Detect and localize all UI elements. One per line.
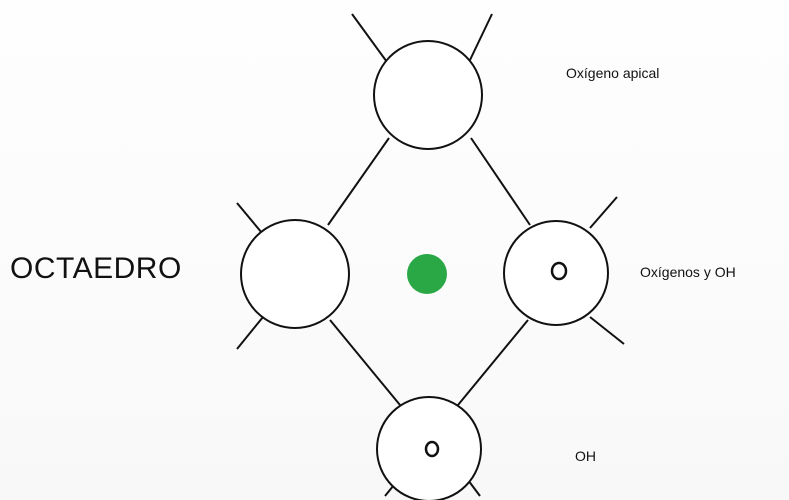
atom-top-apical-oxygen (373, 40, 483, 150)
central-cation (407, 254, 447, 294)
label-apical-oxygen: Oxígeno apical (566, 65, 660, 81)
stub-top-left (351, 13, 388, 63)
bond-top-left (327, 137, 390, 226)
stub-left-upper (236, 202, 263, 234)
atom-left-oxygen (240, 219, 350, 329)
bond-left-bottom (329, 319, 401, 406)
bond-top-right (470, 137, 531, 226)
stub-bottom-right (467, 479, 481, 497)
hydrogen-marker-bottom (424, 440, 440, 458)
stub-left-lower (236, 316, 264, 350)
label-oh: OH (575, 448, 596, 464)
stub-right-lower (589, 316, 625, 345)
bond-right-bottom (457, 319, 529, 406)
diagram-title: OCTAEDRO (10, 252, 182, 285)
stub-top-right (469, 13, 493, 61)
hydrogen-marker-right (550, 261, 568, 281)
label-oxygens-and-oh: Oxígenos y OH (640, 264, 736, 280)
stub-right-upper (589, 196, 618, 229)
